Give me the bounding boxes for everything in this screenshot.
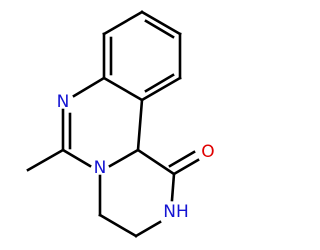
bond-c2-methyl (26, 148, 65, 172)
molecule-structure: N N NH O (26, 10, 215, 238)
atom-nh: NH (163, 202, 189, 222)
bond-benzene-inner-2 (144, 73, 175, 93)
bond-benzene-3 (140, 76, 182, 102)
bonds (26, 10, 200, 238)
bond-benzene-4 (102, 76, 144, 102)
bond-ch2-ch2 (98, 213, 138, 238)
bond-ch2-nh (134, 220, 162, 238)
atom-labels: N N NH O (57, 92, 215, 222)
atom-o-carbonyl: O (201, 142, 214, 162)
bond-co-o-2 (168, 150, 196, 168)
bond-co-o-1 (172, 158, 200, 176)
structure-canvas: N N NH O (26, 10, 215, 238)
bond-co-c4 (136, 148, 176, 176)
bond-nh-co (170, 172, 176, 202)
bond-c4-c4a (136, 98, 144, 152)
bond-n3-c4 (108, 148, 140, 168)
bond-c2-n3 (61, 148, 92, 168)
atom-n-imine: N (57, 92, 70, 112)
bond-c8a-n1 (72, 76, 106, 98)
bond-benzene-6 (102, 10, 144, 36)
bond-benzene-1 (140, 10, 182, 36)
atom-n-ring: N (94, 158, 107, 178)
bond-benzene-inner-1 (144, 19, 175, 39)
